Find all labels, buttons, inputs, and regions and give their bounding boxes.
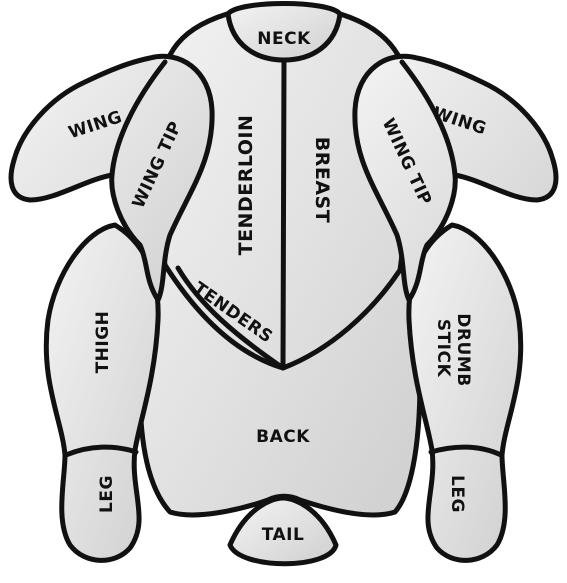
leg-right-label: LEG xyxy=(447,475,467,513)
tail-label: TAIL xyxy=(262,525,305,545)
left-leg-region xyxy=(43,222,161,563)
neck-region xyxy=(225,1,343,63)
center-divider xyxy=(280,57,287,371)
neck-label: NECK xyxy=(257,29,311,49)
leg-left-label: LEG xyxy=(97,475,117,513)
breast-label: BREAST xyxy=(311,137,333,223)
thigh-label: THIGH xyxy=(93,311,113,374)
right-wing-region xyxy=(352,53,559,303)
left-wing-divider xyxy=(109,59,168,178)
tenderloin-label: TENDERLOIN xyxy=(235,115,257,256)
drumstick-label-line1: DRUMB xyxy=(453,313,473,386)
right-wing-divider xyxy=(399,59,458,178)
right-leg-divider xyxy=(428,444,504,458)
back-label: BACK xyxy=(256,427,310,447)
left-wing-region xyxy=(8,53,215,303)
left-leg-divider xyxy=(63,444,139,458)
tenders-divider xyxy=(175,265,286,371)
right-leg-region xyxy=(406,222,524,563)
tail-region xyxy=(227,495,339,567)
drumstick-label-line2: STICK xyxy=(433,319,453,378)
